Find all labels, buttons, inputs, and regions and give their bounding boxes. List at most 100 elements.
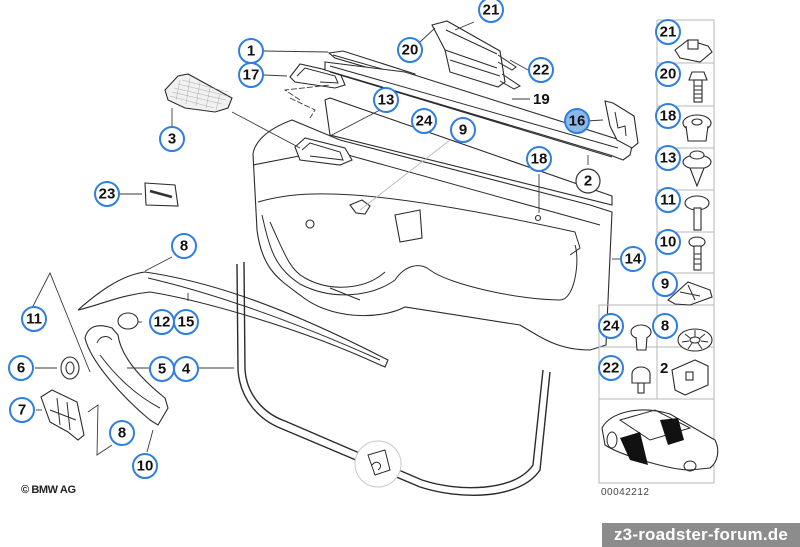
fastener-callout-10[interactable]: 10 [655, 229, 681, 255]
part-16-bracket [604, 100, 639, 149]
svg-text:18: 18 [660, 108, 677, 125]
recess-detail [301, 142, 344, 161]
part-4-door-seal [236, 263, 551, 496]
panel-pocket-slot [329, 287, 361, 301]
fastener-20-screw-icon [688, 71, 708, 103]
svg-text:12: 12 [154, 314, 171, 331]
svg-text:5: 5 [158, 361, 166, 378]
fastener-callout-18[interactable]: 18 [655, 103, 681, 129]
svg-text:21: 21 [483, 2, 500, 19]
svg-text:14: 14 [625, 251, 642, 268]
part-15-detail [147, 277, 381, 361]
fastener-callout-24[interactable]: 24 [598, 313, 624, 339]
panel-hole [305, 219, 315, 229]
svg-text:3: 3 [168, 131, 176, 148]
fastener-callout-11[interactable]: 11 [655, 187, 681, 213]
callout-18[interactable]: 18 [526, 146, 552, 172]
fastener-callout-13[interactable]: 13 [655, 145, 681, 171]
fastener-callout-20[interactable]: 20 [655, 61, 681, 87]
part-17-dashed-guide [283, 84, 331, 119]
fastener-9-spring-clip-icon [667, 281, 713, 306]
guide-bracket-8 [87, 404, 113, 456]
callout-2[interactable]: 2 [575, 168, 601, 194]
callout-4[interactable]: 4 [173, 356, 199, 382]
forum-watermark: z3-roadster-forum.de [602, 523, 800, 547]
callout-24[interactable]: 24 [411, 108, 437, 134]
svg-text:13: 13 [378, 92, 395, 109]
callout-5[interactable]: 5 [149, 356, 175, 382]
diagram-number: 00042212 [601, 487, 650, 498]
svg-text:22: 22 [533, 62, 550, 79]
callout-11[interactable]: 11 [21, 306, 47, 332]
part-5-detail [96, 336, 161, 409]
part-17-bezel [289, 63, 346, 89]
callout-10[interactable]: 10 [132, 453, 158, 479]
svg-text:22: 22 [603, 360, 620, 377]
callout-16-highlighted[interactable]: 16 [564, 108, 590, 134]
fastener-18-expanding-nut-icon [682, 114, 712, 142]
callout-15[interactable]: 15 [173, 309, 199, 335]
svg-text:11: 11 [660, 192, 676, 209]
svg-text:20: 20 [660, 66, 677, 83]
svg-text:16: 16 [569, 113, 586, 130]
callout-17[interactable]: 17 [238, 62, 264, 88]
svg-text:24: 24 [603, 318, 620, 335]
panel-pocket-inner [269, 221, 386, 288]
plate-detail [444, 29, 501, 77]
svg-text:9: 9 [459, 122, 467, 139]
panel-switch-cutout [394, 209, 423, 243]
svg-text:8: 8 [118, 425, 126, 442]
parts-artwork [29, 20, 639, 496]
callout-13[interactable]: 13 [373, 87, 399, 113]
svg-text:6: 6 [17, 360, 25, 377]
panel-lock-knob [349, 199, 371, 215]
svg-text:20: 20 [402, 42, 419, 59]
part-15-armrest-rail [77, 271, 389, 368]
callout-9[interactable]: 9 [450, 117, 476, 143]
fastener-21-clip-nut-icon [674, 39, 713, 63]
fastener-22-expanding-rivet-icon [631, 366, 651, 394]
label-19[interactable]: 19 [533, 91, 550, 108]
callout-8-lower[interactable]: 8 [109, 420, 135, 446]
callout-8[interactable]: 8 [171, 233, 197, 259]
part-23-slot [149, 189, 173, 199]
fastener-8-grommet-icon [677, 328, 713, 352]
part-14-door-trim-panel [252, 119, 613, 351]
grille-mesh [169, 77, 229, 111]
copyright-notice: © BMW AG [21, 484, 76, 496]
part-17-detail [296, 67, 339, 84]
callout-12[interactable]: 12 [149, 309, 175, 335]
callout-21[interactable]: 21 [478, 0, 504, 23]
fastener-label-2[interactable]: 2 [660, 360, 668, 377]
fastener-13-push-rivet-icon [682, 150, 712, 188]
svg-text:10: 10 [660, 234, 677, 251]
callout-22[interactable]: 22 [528, 57, 554, 83]
seal-clip-detail [367, 449, 391, 476]
fastener-24-plastic-rivet-icon [630, 324, 652, 351]
fastener-grid-rows [657, 62, 714, 274]
svg-text:2: 2 [584, 173, 592, 190]
callouts: 1 17 3 13 20 21 22 19 24 9 16 18 [8, 0, 681, 479]
panel-nut-hole [534, 214, 542, 222]
fastener-grid-lower [598, 304, 715, 484]
callout-23[interactable]: 23 [94, 181, 120, 207]
fastener-callout-9[interactable]: 9 [652, 271, 678, 297]
fastener-callout-8[interactable]: 8 [652, 313, 678, 339]
svg-text:8: 8 [180, 238, 188, 255]
part-16-detail [614, 111, 627, 137]
svg-text:17: 17 [243, 67, 260, 84]
callout-1[interactable]: 1 [238, 38, 264, 64]
svg-text:13: 13 [660, 150, 677, 167]
svg-text:24: 24 [416, 113, 433, 130]
fastener-callout-21[interactable]: 21 [655, 19, 681, 45]
part-12-plug [117, 312, 139, 330]
callout-6[interactable]: 6 [8, 355, 34, 381]
callout-7[interactable]: 7 [9, 397, 35, 423]
callout-3[interactable]: 3 [159, 126, 185, 152]
plate-tabs [497, 54, 521, 90]
callout-14[interactable]: 14 [620, 246, 646, 272]
fastener-callout-22[interactable]: 22 [598, 355, 624, 381]
panel-armrest-line [257, 193, 581, 256]
callout-20[interactable]: 20 [397, 37, 423, 63]
